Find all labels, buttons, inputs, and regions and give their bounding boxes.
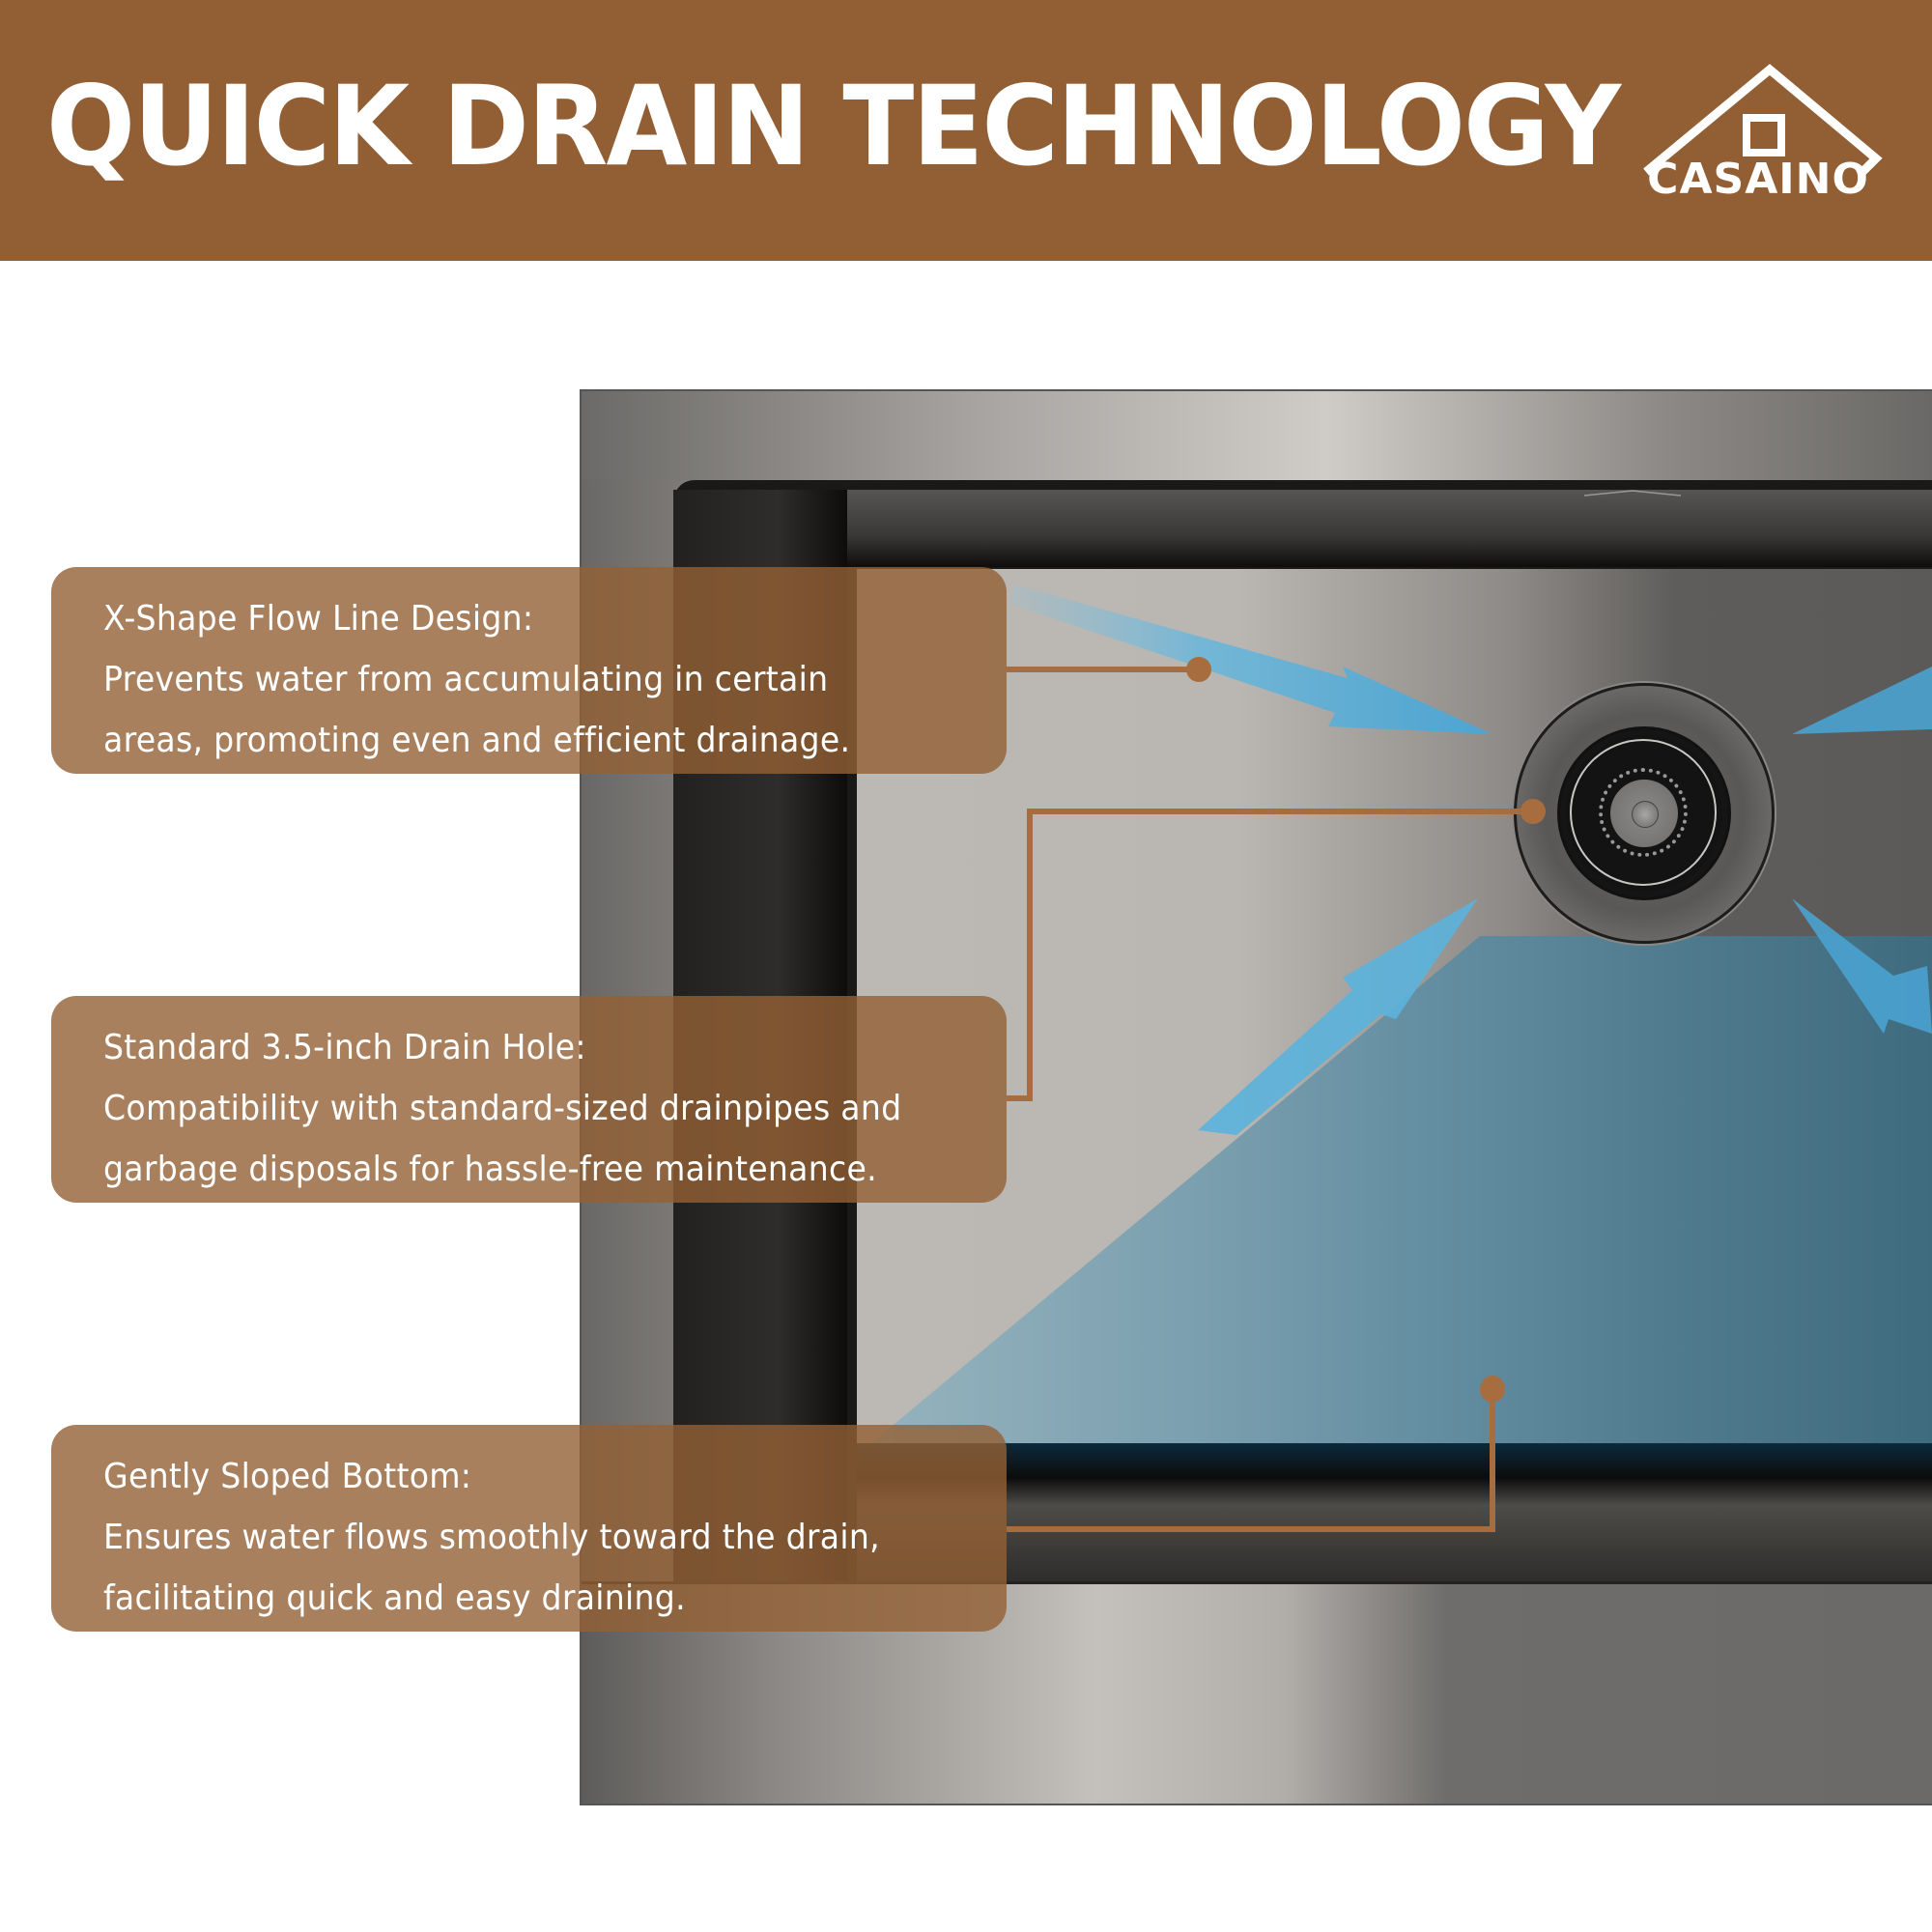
- sink-rim-top: [582, 391, 1932, 480]
- water-flow-area: [871, 936, 1932, 1443]
- brand-logo: CASAINO: [1633, 58, 1884, 213]
- callout-title: X-Shape Flow Line Design:: [103, 599, 534, 639]
- drain-knob: [1632, 801, 1659, 828]
- callout-description-line: Compatibility with standard-sized drainp…: [103, 1089, 902, 1128]
- drain-cap: [1610, 780, 1678, 847]
- drain-strainer: [1557, 726, 1731, 900]
- sink-front-ledge: [857, 1443, 1932, 1581]
- callout-description-line: Ensures water flows smoothly toward the …: [103, 1518, 880, 1557]
- brand-name: CASAINO: [1647, 155, 1869, 204]
- callout-description-line: Prevents water from accumulating in cert…: [103, 660, 829, 699]
- callout-drain-hole: Standard 3.5-inch Drain Hole: Compatibil…: [51, 996, 1007, 1203]
- callout-sloped-bottom: Gently Sloped Bottom: Ensures water flow…: [51, 1425, 1007, 1632]
- page-title: QUICK DRAIN TECHNOLOGY: [46, 62, 1621, 190]
- callout-title: Standard 3.5-inch Drain Hole:: [103, 1028, 586, 1067]
- callout-title: Gently Sloped Bottom:: [103, 1457, 472, 1496]
- casaino-embossed-logo-icon: [1584, 490, 1681, 497]
- callout-description-line: facilitating quick and easy draining.: [103, 1578, 686, 1618]
- header-banner: QUICK DRAIN TECHNOLOGY CASAINO: [0, 0, 1932, 261]
- callout-description-line: garbage disposals for hassle-free mainte…: [103, 1150, 877, 1189]
- drain-hole: [1514, 683, 1775, 944]
- sink-back-wall: [847, 490, 1932, 567]
- callout-description-line: areas, promoting even and efficient drai…: [103, 721, 851, 760]
- callout-x-shape-flow-line: X-Shape Flow Line Design: Prevents water…: [51, 567, 1007, 774]
- house-roof-icon: [1643, 64, 1883, 176]
